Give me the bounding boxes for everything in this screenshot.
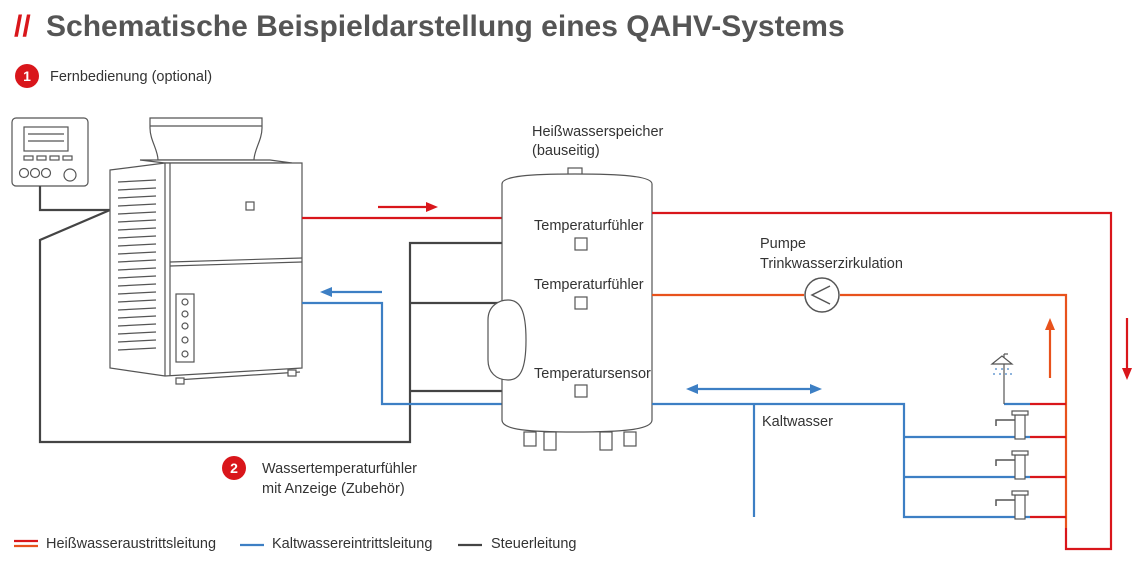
cold-return-line — [302, 301, 502, 406]
pump-label-line2: Trinkwasserzirkulation — [760, 256, 903, 272]
control-lines — [38, 186, 502, 444]
hot-water-tank-icon — [487, 167, 653, 451]
badge-1-number: 1 — [23, 68, 31, 84]
faucet-icon — [995, 450, 1029, 480]
cold-water-lines — [652, 402, 1030, 519]
sensor-2-icon — [574, 296, 588, 310]
hot-outlet-line — [652, 211, 1113, 551]
badge-2-number: 2 — [230, 460, 238, 476]
water-sensor-label-line1: Wassertemperaturfühler — [262, 461, 417, 477]
water-sensor-label-line2: mit Anzeige (Zubehör) — [262, 481, 405, 497]
legend-control: Steuerleitung — [458, 536, 576, 552]
badge-1: 1 — [15, 64, 39, 88]
sensor-3-icon — [574, 384, 588, 398]
cold-water-label: Kaltwasser — [762, 414, 833, 430]
remote-control-label: Fernbedienung (optional) — [50, 69, 212, 85]
hot-flow-arrow-icon — [378, 202, 438, 212]
remote-control-icon — [11, 117, 89, 187]
sensor-3-label: Temperatursensor — [534, 366, 651, 382]
legend-hot: Heißwasseraustrittsleitung — [14, 536, 216, 552]
sensor-1-label: Temperaturfühler — [534, 218, 644, 234]
legend-hot-label: Heißwasseraustrittsleitung — [46, 536, 216, 552]
shower-icon — [990, 353, 1014, 404]
return-up-arrow-icon — [1045, 318, 1055, 378]
pump-icon — [804, 277, 840, 313]
hot-branch-lines — [1030, 402, 1066, 519]
pump-label-line1: Pumpe — [760, 236, 806, 252]
title-prefix: // — [14, 10, 31, 43]
legend-cold: Kaltwassereintrittsleitung — [240, 536, 432, 552]
heat-pump-unit-icon — [109, 117, 303, 385]
cold-flow-arrow-icon — [320, 287, 382, 297]
badge-2: 2 — [222, 456, 246, 480]
faucet-icon — [995, 490, 1029, 520]
legend-cold-label: Kaltwassereintrittsleitung — [272, 536, 432, 552]
tank-label-line1: Heißwasserspeicher — [532, 124, 664, 140]
badge-2-circle — [222, 456, 246, 480]
sensor-1-icon — [574, 237, 588, 251]
sensor-2-label: Temperaturfühler — [534, 277, 644, 293]
tank-label-line2: (bauseitig) — [532, 143, 600, 159]
bidirectional-arrow-icon — [686, 384, 822, 394]
page-title: Schematische Beispieldarstellung eines Q… — [46, 10, 845, 43]
circulation-line-right — [840, 293, 1068, 528]
badge-1-circle — [15, 64, 39, 88]
hot-down-arrow-icon — [1122, 318, 1132, 380]
legend: Heißwasseraustrittsleitung Kaltwasserein… — [14, 536, 576, 552]
faucet-icon — [995, 410, 1029, 440]
legend-control-label: Steuerleitung — [491, 536, 576, 552]
